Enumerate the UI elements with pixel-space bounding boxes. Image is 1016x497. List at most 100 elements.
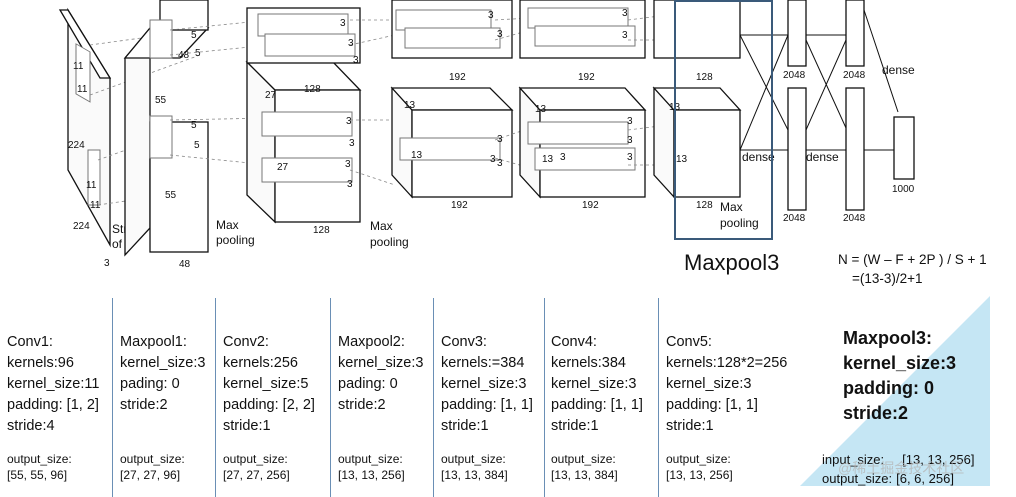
conv4-volume: 13 13 192 192 <box>518 0 647 211</box>
kernel-3-label: 3 <box>627 152 633 163</box>
kernel-3-label: 3 <box>622 8 628 19</box>
conv5-depth-label: 128 <box>696 200 713 211</box>
formula-line: N = (W – F + 2P ) / S + 1 <box>838 252 987 267</box>
formula-line: =(13-3)/2+1 <box>852 271 923 286</box>
column-separator <box>544 298 545 497</box>
layer-param: kernel_size:3 <box>666 376 752 392</box>
kernel-3-label: 3 <box>349 138 355 149</box>
kernel-3-label: 3 <box>340 18 346 29</box>
output-size-value: [13, 13, 256] <box>338 468 405 482</box>
layer-param: stride:2 <box>120 397 168 413</box>
input-height-label: 224 <box>68 140 85 151</box>
layer-param: kernel_size:3 <box>338 355 424 371</box>
layer-name: Maxpool2: <box>338 334 405 350</box>
output-size-label: output_size: <box>120 452 185 466</box>
kernel-3-label: 3 <box>348 38 354 49</box>
output-size-value: [13, 13, 384] <box>441 468 508 482</box>
conv2-volume: 27 27 128 128 <box>245 7 362 236</box>
layer-param: pading: 0 <box>338 376 398 392</box>
layer-param: stride:4 <box>7 418 55 434</box>
layer-param: padding: [1, 2] <box>7 397 99 413</box>
fc2-size-label: 2048 <box>843 70 866 81</box>
maxpool3-param: stride:2 <box>843 403 909 423</box>
kernel-3-label: 3 <box>627 135 633 146</box>
output-size-value: [6, 6, 256] <box>896 471 954 486</box>
layer-param: kernel_size:11 <box>7 376 100 392</box>
conv2-width-label: 27 <box>277 162 289 173</box>
output-size-label: output_size: <box>441 452 506 466</box>
kernel-11-label: 11 <box>90 200 101 211</box>
output-size-label: output_size: <box>822 471 893 486</box>
conv1-volume: 55 55 48 48 5 5 5 5 <box>123 0 210 270</box>
dense-label: dense <box>806 150 839 164</box>
kernel-3-label: 3 <box>627 116 633 127</box>
layer-column-maxpool2: Maxpool2: kernel_size:3 pading: 0 stride… <box>338 332 423 483</box>
layer-name: Conv4: <box>551 334 597 350</box>
maxpool3-label: Max <box>720 200 743 214</box>
kernel-3-label: 3 <box>353 55 359 66</box>
output-size-label: 1000 <box>892 184 915 195</box>
maxpool3-param: kernel_size:3 <box>843 353 957 373</box>
kernel-3-label: 3 <box>346 116 352 127</box>
conv1-width-label: 55 <box>165 190 177 201</box>
layer-column-maxpool1: Maxpool1: kernel_size:3 pading: 0 stride… <box>120 332 205 483</box>
maxpool2-label: pooling <box>370 235 409 249</box>
kernel-5-label: 5 <box>191 30 197 41</box>
conv3-depth-label: 192 <box>451 200 468 211</box>
layer-param: padding: [1, 1] <box>551 397 643 413</box>
maxpool3-highlight-box <box>674 0 773 240</box>
layer-param: kernels:128*2=256 <box>666 355 788 371</box>
column-separator <box>112 298 113 497</box>
conv2-depth-label: 128 <box>304 84 321 95</box>
output-size-value: [13, 13, 256] <box>666 468 733 482</box>
conv3-width-label: 13 <box>411 150 423 161</box>
output-size-value: [27, 27, 256] <box>223 468 290 482</box>
watermark: @稀土掘金技术社区 <box>838 460 965 476</box>
conv4-width-label: 13 <box>542 154 554 165</box>
maxpool3-io: input_size:[13, 13, 256] output_size:[6,… <box>822 450 974 488</box>
maxpool3-title: Maxpool3: <box>843 328 933 348</box>
layer-param: kernels:384 <box>551 355 626 371</box>
kernel-3-label: 3 <box>622 30 628 41</box>
conv1-depth-label: 48 <box>179 259 191 270</box>
conv4-height-label: 13 <box>535 104 547 115</box>
conv1-height-label: 55 <box>155 95 167 106</box>
output-size-label: output_size: <box>338 452 403 466</box>
output-size-label: output_size: <box>7 452 72 466</box>
conv4-depth-label: 192 <box>578 72 595 83</box>
layer-name: Conv3: <box>441 334 487 350</box>
output-size-value: [13, 13, 384] <box>551 468 618 482</box>
layer-param: kernels:96 <box>7 355 74 371</box>
kernel-3-label: 3 <box>345 159 351 170</box>
dense-label: dense <box>882 63 915 77</box>
fc1-size-label: 2048 <box>783 213 806 224</box>
layer-column-conv2: Conv2: kernels:256 kernel_size:5 padding… <box>223 332 315 483</box>
output-size-formula: N = (W – F + 2P ) / S + 1 =(13-3)/2+1 <box>838 250 987 288</box>
kernel-3-label: 3 <box>497 29 503 40</box>
input-size-label: input_size: <box>822 452 885 467</box>
conv2-depth-label: 128 <box>313 225 330 236</box>
layer-param: stride:1 <box>441 418 489 434</box>
input-depth-label: 3 <box>104 258 110 269</box>
fc2-size-label: 2048 <box>843 213 866 224</box>
layer-param: padding: [2, 2] <box>223 397 315 413</box>
kernel-3-label: 3 <box>490 154 496 165</box>
alexnet-architecture-diagram: 224 224 3 11 11 11 11 Stride of 4 55 55 … <box>58 0 915 270</box>
conv3-depth-label: 192 <box>449 72 466 83</box>
conv5-depth-label: 128 <box>696 72 713 83</box>
layer-param: stride:1 <box>666 418 714 434</box>
kernel-11-label: 11 <box>77 84 88 95</box>
column-separator <box>330 298 331 497</box>
kernel-3-label: 3 <box>347 179 353 190</box>
layer-param: padding: [1, 1] <box>441 397 533 413</box>
dense-label: dense <box>742 150 775 164</box>
layer-param: stride:1 <box>551 418 599 434</box>
maxpool1-label: pooling <box>216 233 255 247</box>
kernel-3-label: 3 <box>497 158 503 169</box>
layer-name: Conv1: <box>7 334 53 350</box>
conv4-depth-label: 192 <box>582 200 599 211</box>
layer-column-conv1: Conv1: kernels:96 kernel_size:11 padding… <box>7 332 99 483</box>
maxpool3-param: padding: 0 <box>843 378 934 398</box>
kernel-11-label: 11 <box>86 180 97 191</box>
layer-param: stride:1 <box>223 418 271 434</box>
